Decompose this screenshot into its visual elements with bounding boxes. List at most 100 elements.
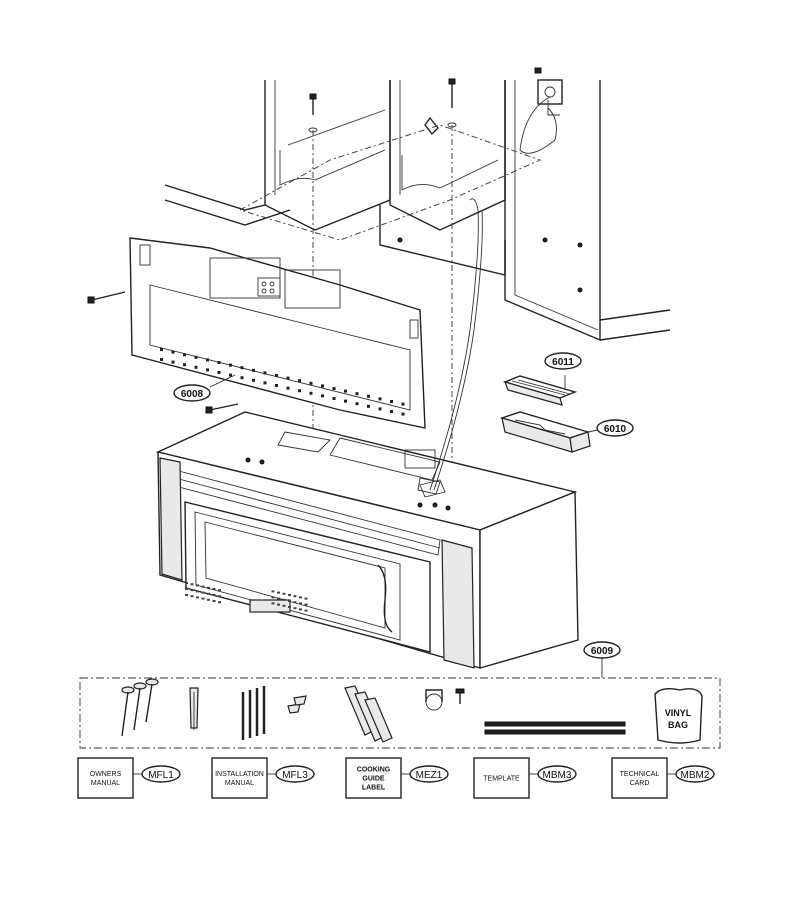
installation-kit-6009: 6009 <box>79 641 721 749</box>
document-code: MBM2 <box>681 770 710 781</box>
callout-6008-label: 6008 <box>181 389 204 400</box>
control-button <box>185 582 188 584</box>
plate-hole <box>298 379 301 383</box>
control-button <box>218 589 221 592</box>
document-box <box>611 757 668 799</box>
plate-hole <box>263 371 267 375</box>
plate-hole <box>275 384 278 387</box>
control-button <box>304 597 308 600</box>
plate-hole <box>401 412 405 416</box>
control-button <box>299 602 302 605</box>
document-title-line1: TEMPLATE <box>483 776 520 783</box>
plate-hole <box>183 353 186 357</box>
plate-hole <box>401 402 405 406</box>
plate-hole <box>194 355 198 359</box>
document-code-bubble <box>275 765 315 783</box>
control-button <box>304 609 308 612</box>
control-button <box>299 608 302 611</box>
plate-hole <box>355 392 359 396</box>
control-button <box>190 583 194 586</box>
control-button <box>218 601 221 604</box>
control-button <box>212 594 216 596</box>
control-panel-buttons <box>185 582 308 612</box>
control-button <box>282 598 286 601</box>
document-title-line2: MANUAL <box>91 780 120 787</box>
callout-6009-label: 6009 <box>591 646 614 657</box>
plate-hole <box>344 389 347 393</box>
document-code-bubble <box>141 765 181 783</box>
plate-hole <box>355 402 359 406</box>
plate-hole <box>171 360 175 364</box>
cord-clamp-icon <box>425 688 465 711</box>
document-box <box>473 757 530 799</box>
plate-hole <box>252 368 255 372</box>
document-code: MEZ1 <box>416 770 443 781</box>
control-button <box>304 603 308 606</box>
control-button <box>212 588 216 590</box>
callout-6011-bubble <box>544 352 582 370</box>
control-button <box>288 606 291 608</box>
control-button <box>293 607 297 610</box>
document-title-line2: CARD <box>630 780 650 787</box>
control-button <box>293 595 297 598</box>
mounting-plate-6008: 6008 <box>87 237 426 429</box>
document-title-line1: TECHNICAL <box>620 771 660 778</box>
control-button <box>190 595 194 598</box>
plate-hole <box>171 350 175 354</box>
document-title-line1: COOKING <box>357 767 391 774</box>
control-button <box>207 586 210 589</box>
control-button <box>293 601 297 604</box>
plate-hole <box>309 391 313 395</box>
control-button <box>288 600 291 602</box>
part-6011-grille: 6011 <box>502 352 582 406</box>
toggle-bolts-icon <box>241 686 266 740</box>
plate-hole <box>229 373 232 377</box>
plate-hole <box>367 394 370 398</box>
control-button <box>271 602 275 605</box>
plate-hole <box>309 381 313 385</box>
callout-6011-label: 6011 <box>552 357 574 368</box>
control-button <box>185 588 188 590</box>
control-button <box>196 590 199 593</box>
control-button <box>212 600 216 602</box>
plate-hole <box>183 363 186 367</box>
document-box <box>211 757 268 799</box>
plate-hole <box>206 358 209 362</box>
control-button <box>282 604 286 607</box>
document-title-line1: INSTALLATION <box>215 771 264 778</box>
plate-hole <box>206 368 209 372</box>
callout-6010-label: 6010 <box>604 424 627 435</box>
microwave-oven <box>155 198 579 669</box>
document-code-bubble <box>675 765 715 783</box>
plate-hole <box>252 378 255 382</box>
plate-hole <box>217 371 221 374</box>
plate-hole <box>321 394 324 398</box>
plate-hole <box>378 397 382 401</box>
control-button <box>218 595 221 598</box>
control-button <box>196 596 199 599</box>
plate-hole <box>367 404 370 408</box>
document-code-bubble <box>409 765 449 783</box>
control-button <box>282 592 286 595</box>
control-button <box>201 585 205 588</box>
plate-hole <box>390 410 393 413</box>
document-box <box>77 757 134 799</box>
plate-hole <box>194 365 198 369</box>
callout-6008-bubble <box>173 384 211 402</box>
document-code: MFL1 <box>148 770 174 781</box>
control-button <box>185 594 188 596</box>
plate-hole <box>298 389 301 393</box>
mounting-plate-holes <box>160 348 405 416</box>
plate-hole <box>332 387 336 390</box>
plate-hole <box>286 386 290 390</box>
part-6010-bracket: 6010 <box>499 411 634 453</box>
control-button <box>277 603 280 606</box>
control-button <box>271 596 275 599</box>
small-screws-icon <box>287 695 307 714</box>
upper-cabinets <box>164 67 671 490</box>
control-button <box>207 592 210 595</box>
